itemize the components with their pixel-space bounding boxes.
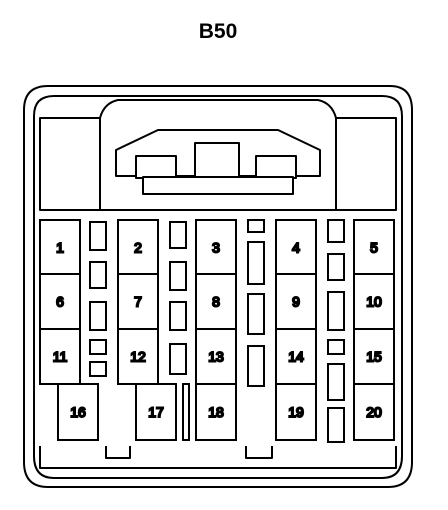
pin-number: 1 (56, 240, 64, 256)
latch-tab-right (255, 155, 297, 179)
aux-cavity (327, 219, 345, 243)
latch-tab-center (194, 142, 240, 178)
pin-cavity: 1 (39, 219, 81, 276)
pin-cavity: 16 (57, 383, 99, 441)
aux-cavity (89, 221, 107, 251)
pin-number: 2 (134, 240, 142, 256)
aux-cavity (327, 291, 345, 331)
bottom-rail (39, 446, 397, 469)
pin-cavity: 8 (195, 273, 237, 330)
pin-cavity: 9 (275, 273, 317, 330)
aux-cavity (327, 339, 345, 355)
latch-bar (142, 176, 294, 195)
pin-number: 10 (366, 294, 382, 310)
pin-cavity: 12 (117, 328, 159, 385)
aux-cavity (169, 301, 187, 331)
pin-cavity: 14 (275, 328, 317, 385)
aux-cavity (327, 363, 345, 401)
aux-cavity (327, 407, 345, 443)
aux-cavity (169, 261, 187, 291)
pin-number: 17 (148, 404, 164, 420)
pin-number: 5 (370, 240, 378, 256)
pin-cavity: 20 (353, 383, 395, 441)
locking-latch-outline (99, 118, 337, 210)
pin-number: 11 (53, 349, 68, 365)
pin-cavity: 4 (275, 219, 317, 276)
pin-cavity: 6 (39, 273, 81, 330)
pin-number: 20 (366, 404, 382, 420)
pin-number: 6 (56, 294, 64, 310)
pin-number: 14 (288, 349, 304, 365)
aux-cavity (247, 293, 265, 335)
pin-cavity: 15 (353, 328, 395, 385)
aux-cavity (247, 241, 265, 285)
aux-cavity (89, 361, 107, 377)
pin-cavity: 11 (39, 328, 81, 385)
pin-number: 13 (208, 349, 224, 365)
pin-number: 12 (130, 349, 146, 365)
pin-cavity: 13 (195, 328, 237, 385)
pin-cavity: 19 (275, 383, 317, 441)
pin-cavity: 10 (353, 273, 395, 330)
aux-cavity (89, 261, 107, 289)
aux-cavity (169, 343, 187, 375)
pin-number: 3 (212, 240, 220, 256)
aux-cavity (327, 253, 345, 281)
pin-cavity: 5 (353, 219, 395, 276)
aux-cavity (182, 383, 190, 441)
pin-cavity: 18 (195, 383, 237, 441)
bottom-key-left (105, 446, 131, 459)
pin-cavity: 3 (195, 219, 237, 276)
bottom-key-right (245, 446, 273, 459)
pin-number: 7 (134, 294, 142, 310)
pin-cavity: 2 (117, 219, 159, 276)
pin-number: 9 (292, 294, 300, 310)
connector-title: B50 (198, 20, 238, 43)
aux-cavity (247, 219, 265, 233)
pin-number: 19 (288, 404, 304, 420)
latch-tab-left (135, 155, 177, 179)
pin-number: 4 (292, 240, 300, 256)
pin-number: 15 (366, 349, 382, 365)
pin-number: 16 (70, 404, 86, 420)
aux-cavity (89, 301, 107, 331)
pin-cavity: 17 (135, 383, 177, 441)
pin-cavity: 7 (117, 273, 159, 330)
pin-number: 18 (208, 404, 224, 420)
pin-number: 8 (212, 294, 220, 310)
aux-cavity (89, 339, 107, 355)
aux-cavity (247, 345, 265, 387)
aux-cavity (169, 221, 187, 249)
